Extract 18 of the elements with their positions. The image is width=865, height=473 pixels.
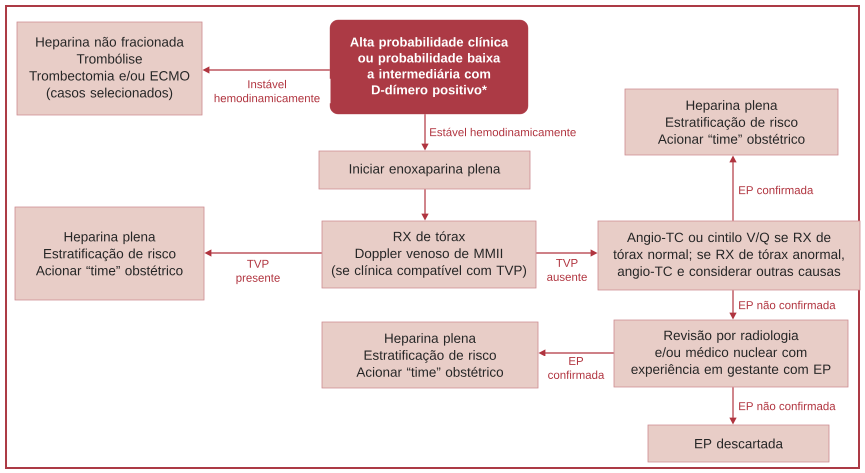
process-box: EP descartada [648, 424, 830, 462]
edge-label: Estável hemodinamicamente [428, 126, 578, 138]
process-box: Angio-TC ou cintilo V/Q se RX de tórax normal; se RX de tórax anormal, angio-TC e considerar outras causas [598, 220, 860, 290]
edge-label: Instável hemodinamicamente [204, 78, 330, 104]
edge-label: EP não confirmada [737, 400, 837, 412]
edge-label: TVP ausente [541, 258, 593, 282]
process-box: RX de tórax Doppler venoso de MMII (se clínica compatível com TVP) [322, 220, 536, 288]
process-box: Heparina não fracionada Trombólise Trombectomia e/ou ECMO (casos selecionados) [16, 22, 202, 116]
edge-label: EP não confirmada [737, 300, 837, 310]
process-box: Revisão por radiologia e/ou médico nuclear com experiência em gestante com EP [614, 320, 848, 388]
start-box: Alta probabilidade clínica ou probabilidade baixa a intermediária com D-dímero positivo* [330, 20, 528, 114]
edge-label: EP confirmada [737, 184, 814, 196]
edge-label: TVP presente [232, 258, 284, 286]
process-box: Heparina plena Estratificação de risco Acionar “time” obstétrico [624, 88, 838, 156]
process-box: Heparina plena Estratificação de risco Acionar “time” obstétrico [14, 206, 204, 300]
process-box: Iniciar enoxaparina plena [318, 150, 530, 190]
process-box: Heparina plena Estratificação de risco Acionar “time” obstétrico [322, 322, 538, 388]
edge-label: EP confirmada [544, 356, 608, 380]
